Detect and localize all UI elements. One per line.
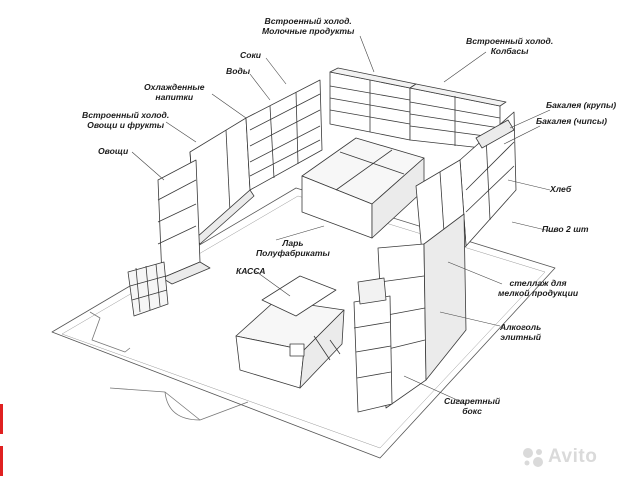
dairy-fridge-unit [329,67,417,141]
label-beer: Пиво 2 шт [542,224,589,234]
label-built-in-sausage: Встроенный холод.Колбасы [466,36,554,56]
label-juices: Соки [240,50,262,60]
cigarette-box [353,277,393,413]
avito-dots-icon [523,448,543,467]
checkout-counter [235,275,345,389]
left-wall-shelving [189,79,323,245]
label-built-in-dairy: Встроенный холод.Молочные продукты [262,16,355,36]
label-grocery-chips: Бакалея (чипсы) [536,116,608,126]
red-edge-mark-top [0,404,3,434]
chest-freezer [301,137,425,239]
watermark: Avito [520,440,632,474]
watermark-text: Avito [548,446,598,467]
red-edge-mark-bottom [0,446,3,476]
sausage-fridge-unit [409,83,507,151]
shopping-baskets [127,261,169,317]
label-water: Воды [226,66,251,76]
label-grocery-cereals: Бакалея (крупы) [546,100,617,110]
label-built-in-veg: Встроенный холод.Овощи и фрукты [82,110,170,130]
vegetables-rack [157,159,211,285]
leader-lines [131,35,555,405]
label-vegetables: Овощи [98,146,129,156]
label-bread: Хлеб [550,184,572,194]
label-cashier: КАССА [236,266,266,276]
